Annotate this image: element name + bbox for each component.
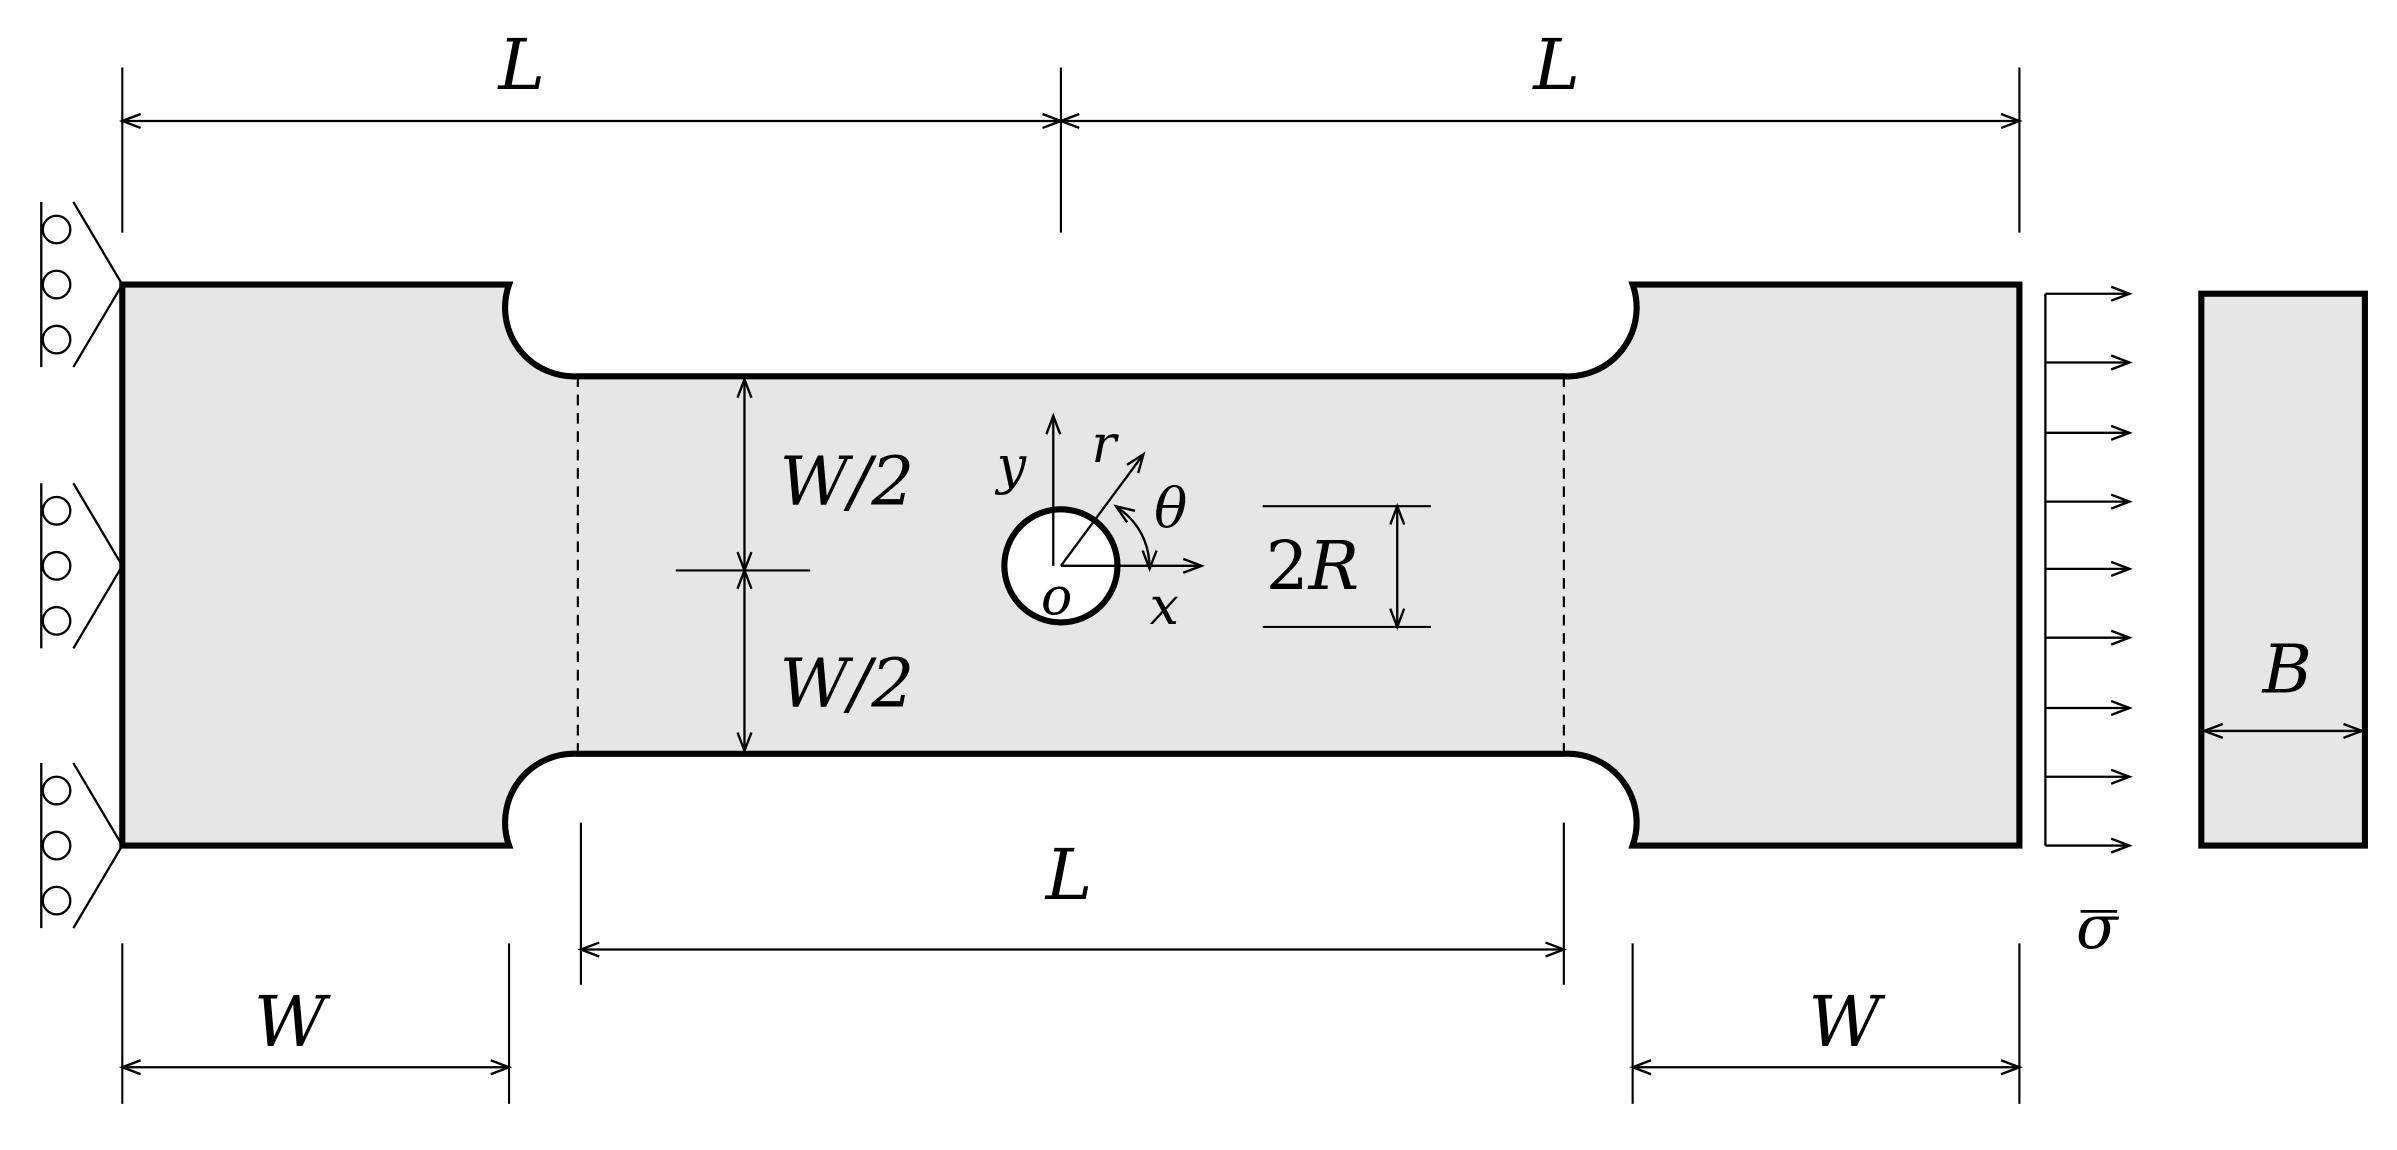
width-right-label: W: [1808, 981, 1886, 1063]
length-bottom-label: L: [1044, 834, 1093, 916]
width-left-label: W: [254, 981, 332, 1063]
roller-support-bottom: [40, 762, 124, 929]
side-view-rect: [2198, 290, 2368, 849]
roller-support-top: [40, 201, 124, 368]
angle-label: θ: [1154, 477, 1187, 541]
hole-diameter-label: 2R: [1266, 527, 1359, 605]
half-width-lower-label: W/2: [780, 644, 915, 722]
length-top-right-label: L: [1531, 24, 1580, 106]
radial-arrow: [1059, 451, 1146, 567]
axis-x-label: x: [1150, 577, 1179, 637]
hole-diameter-sym: R: [1307, 527, 1360, 605]
length-top-left-label: L: [496, 24, 545, 106]
applied-stress-arrows: [2044, 285, 2133, 854]
origin-label: o: [1041, 568, 1072, 628]
axis-y-label: y: [995, 436, 1027, 496]
thickness-label: B: [2260, 631, 2311, 709]
half-width-upper-label: W/2: [780, 443, 915, 521]
radial-label: r: [1091, 415, 1119, 475]
stress-label: σ: [2076, 892, 2120, 963]
roller-support-middle: [40, 482, 124, 649]
theta-arc-arrow: [1113, 504, 1158, 573]
hole-diameter-coef: 2: [1266, 527, 1309, 605]
